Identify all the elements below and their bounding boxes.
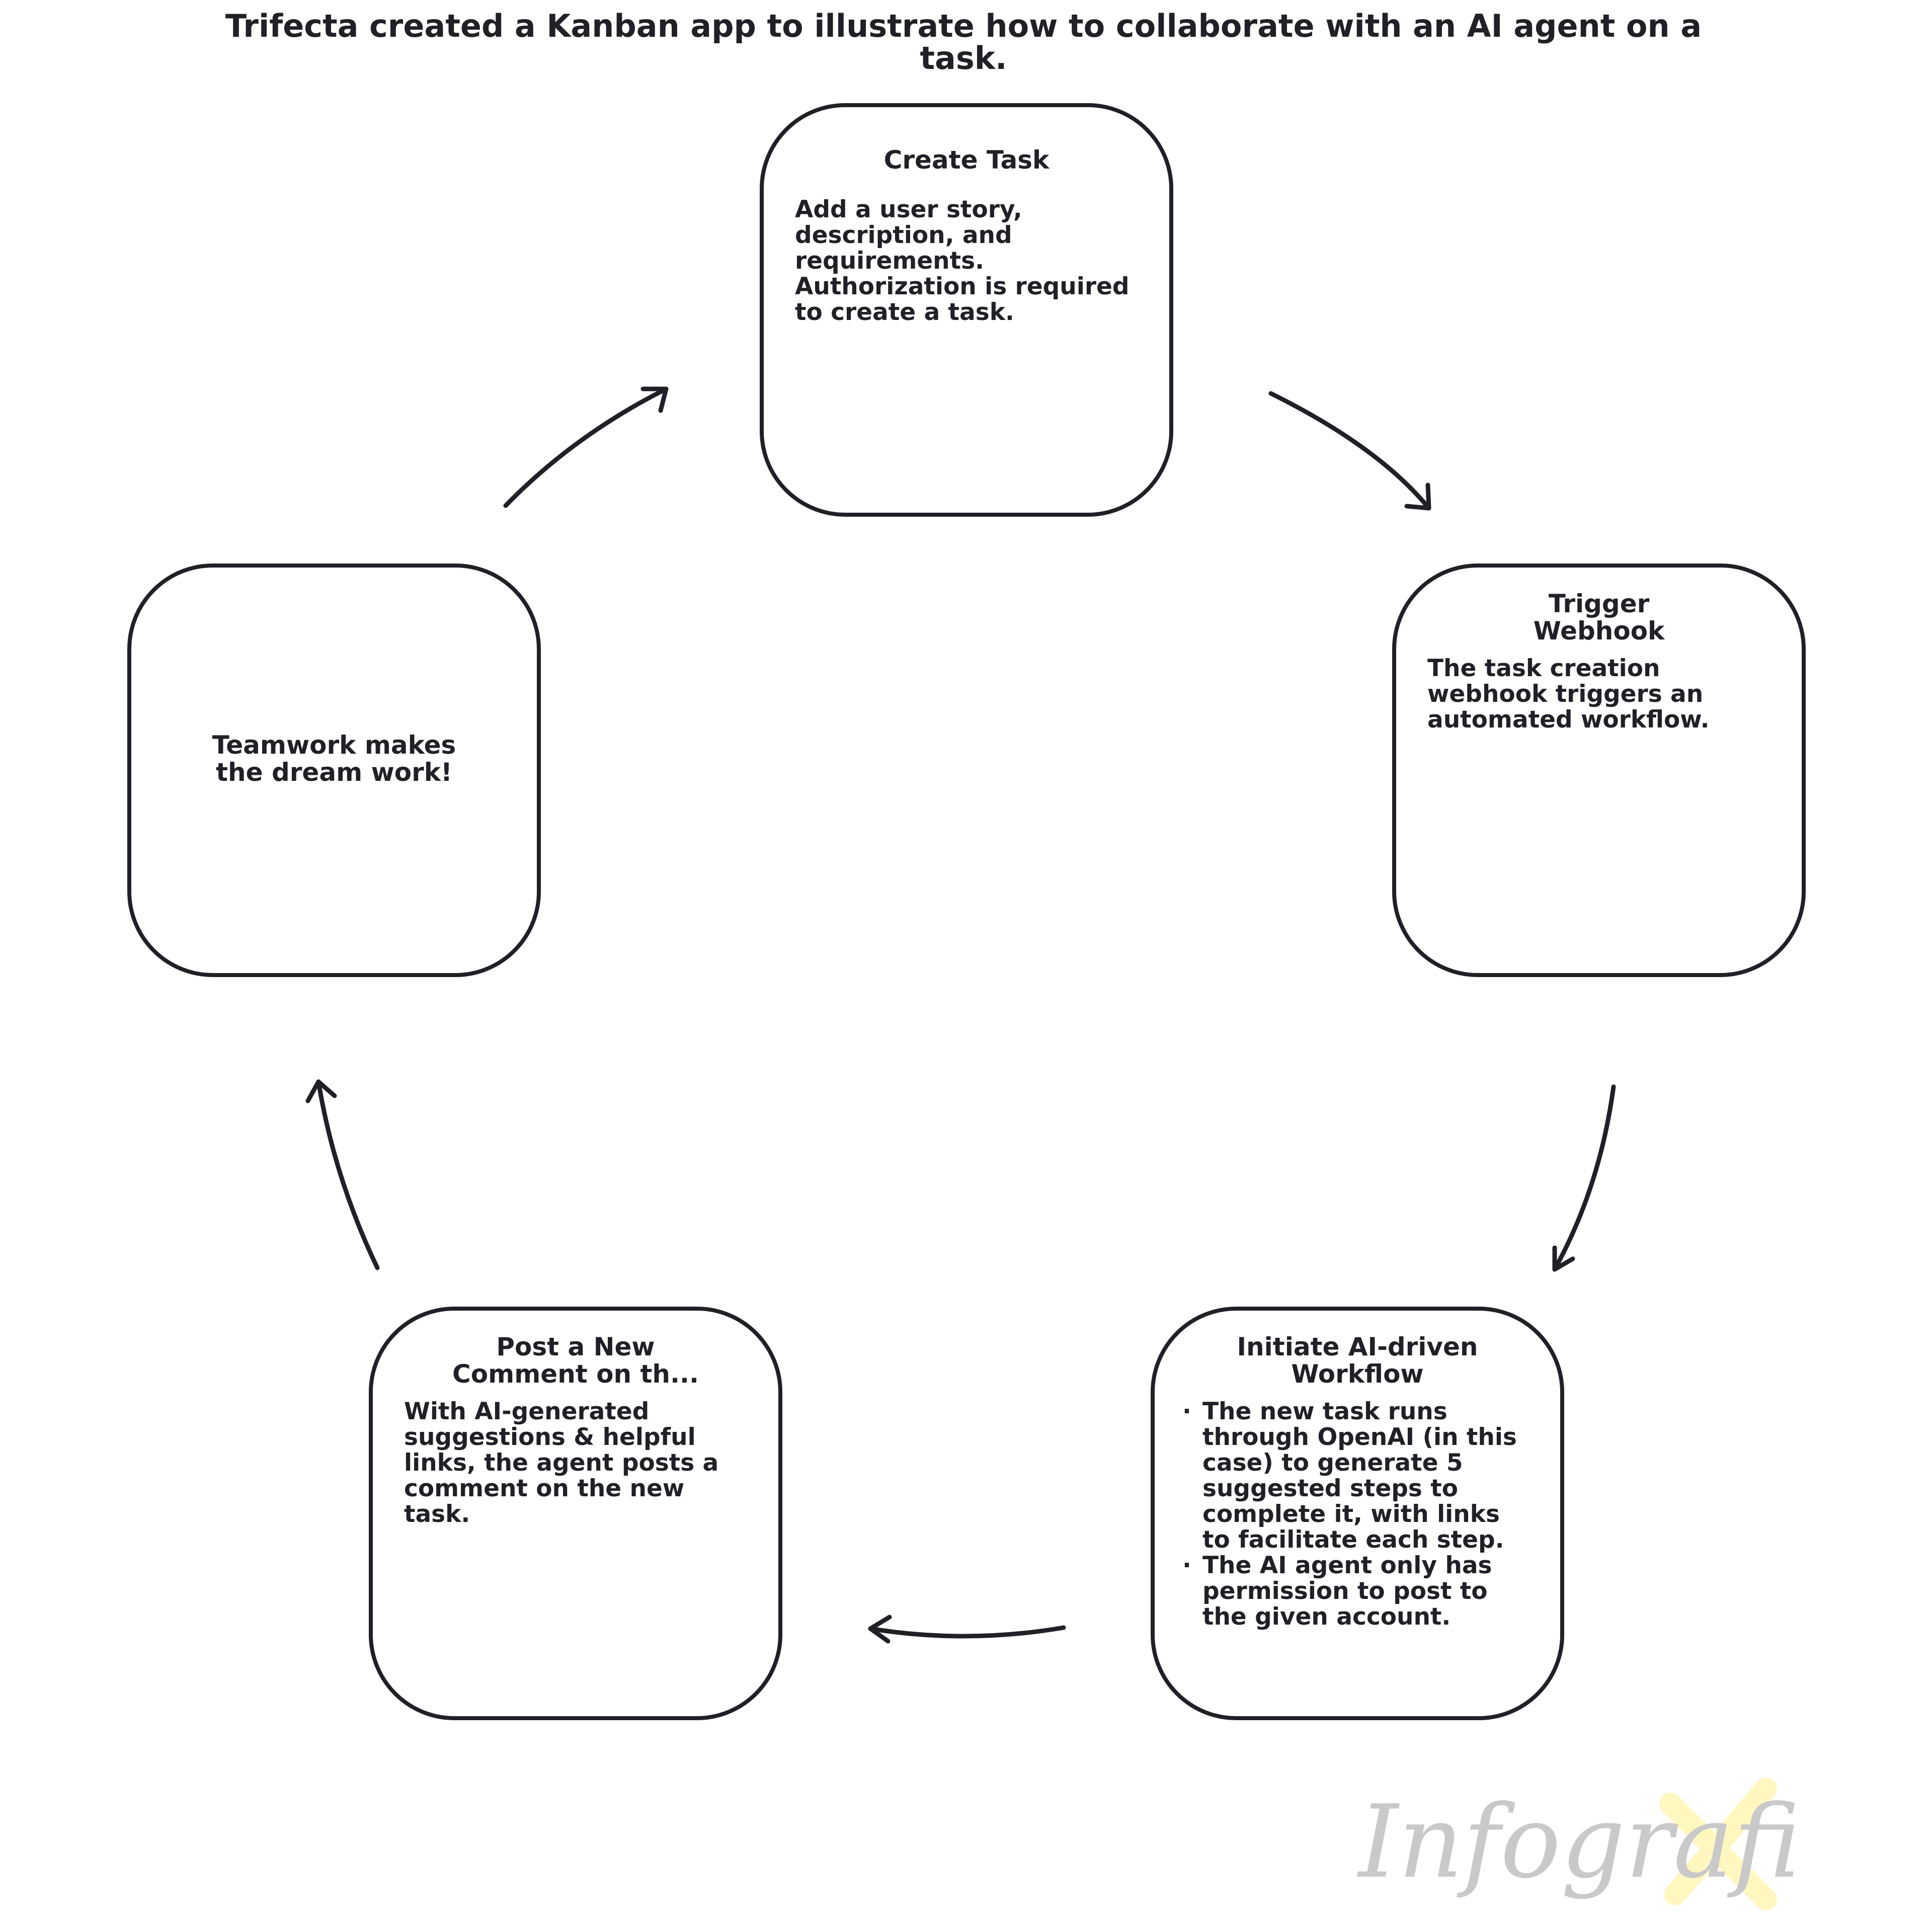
node-bullet-list: The new task runs through OpenAI (in thi… — [1182, 1399, 1530, 1630]
list-item: The AI agent only has permission to post… — [1182, 1553, 1530, 1630]
arrow-create-to-webhook — [1268, 391, 1431, 511]
node-teamwork: Teamwork makes the dream work! — [127, 564, 541, 977]
node-description: Add a user story, description, and requi… — [795, 196, 1130, 326]
node-heading: Trigger Webhook — [1533, 589, 1665, 646]
node-description: The task creation webhook triggers an au… — [1427, 655, 1710, 734]
node-post-comment: Post a New Comment on th... With AI-gene… — [369, 1307, 782, 1720]
node-heading: Create Task — [883, 145, 1050, 175]
arrow-teamwork-to-create — [503, 386, 669, 508]
x-mark-icon — [1659, 1778, 1777, 1910]
list-item: The new task runs through OpenAI (in thi… — [1182, 1399, 1530, 1553]
watermark-text: Infografi — [1358, 1784, 1801, 1901]
diagram-title: Trifecta created a Kanban app to illustr… — [225, 8, 1702, 76]
infografix-watermark: Infografi — [1348, 1768, 1831, 1919]
node-trigger-webhook: Trigger Webhook The task creation webhoo… — [1392, 564, 1806, 977]
arrow-webhook-to-initiate — [1552, 1084, 1616, 1272]
arrow-post-to-teamwork — [305, 1079, 380, 1270]
node-initiate-ai-workflow: Initiate AI-driven Workflow The new task… — [1151, 1307, 1564, 1720]
arrow-initiate-to-post — [868, 1615, 1066, 1644]
node-description: With AI-generated suggestions & helpful … — [404, 1398, 719, 1528]
node-create-task: Create Task Add a user story, descriptio… — [760, 103, 1173, 517]
node-heading: Initiate AI-driven Workflow — [1237, 1332, 1478, 1389]
node-heading: Post a New Comment on th... — [452, 1332, 699, 1389]
center-label: Teamwork makes the dream work! — [212, 731, 456, 787]
